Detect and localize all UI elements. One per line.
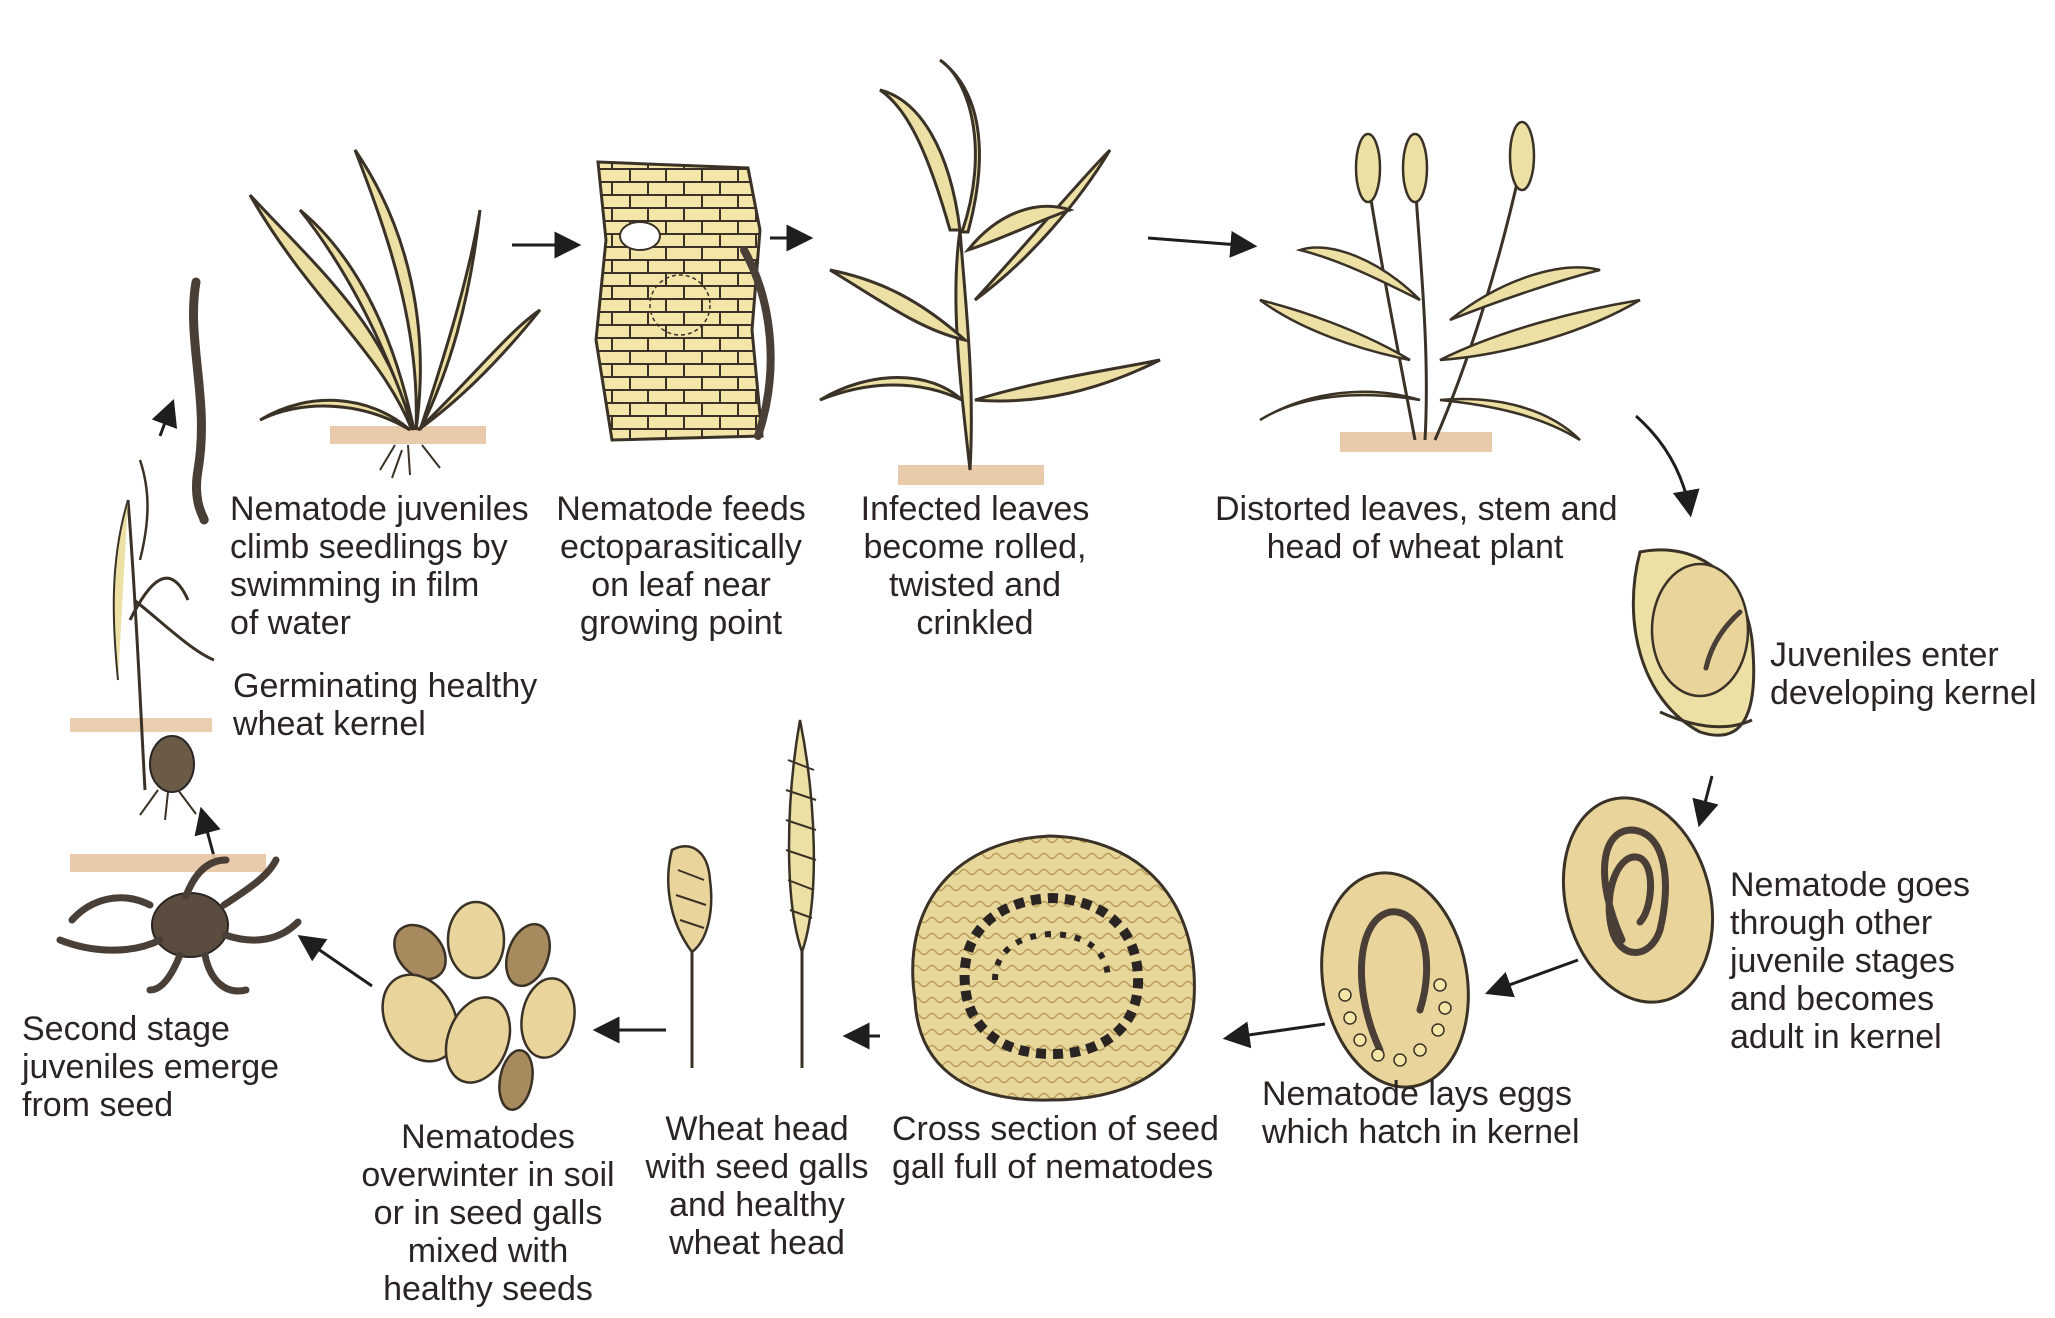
label-line: Wheat head	[632, 1110, 882, 1148]
label-line: from seed	[22, 1086, 279, 1124]
arrow-eggs-to-cross	[1228, 1024, 1325, 1038]
label-line: and healthy	[632, 1186, 882, 1224]
label-germinating: Germinating healthy wheat kernel	[233, 667, 537, 743]
twisted-plant-icon	[820, 60, 1160, 485]
seed-gall-section-icon	[913, 836, 1195, 1100]
label-line: Nematode juveniles	[230, 490, 529, 528]
emerging-juveniles-icon	[60, 854, 298, 991]
label-line: growing point	[556, 604, 806, 642]
label-overwinter: Nematodes overwinter in soil or in seed …	[338, 1118, 638, 1308]
seedling-icon	[250, 150, 540, 478]
label-cross: Cross section of seed gall full of nemat…	[892, 1110, 1219, 1186]
label-line: overwinter in soil	[338, 1156, 638, 1194]
label-line: Germinating healthy	[233, 667, 537, 705]
label-line: through other	[1730, 904, 1970, 942]
label-feeds: Nematode feeds ectoparasitically on leaf…	[556, 490, 806, 642]
label-line: with seed galls	[632, 1148, 882, 1186]
label-line: which hatch in kernel	[1262, 1113, 1580, 1151]
seed-galls-icon	[368, 902, 581, 1112]
label-infected: Infected leaves become rolled, twisted a…	[860, 490, 1090, 642]
germinating-kernel-icon	[70, 460, 214, 820]
label-emerge: Second stage juveniles emerge from seed	[22, 1010, 279, 1124]
label-line: ectoparasitically	[556, 528, 806, 566]
label-eggs: Nematode lays eggs which hatch in kernel	[1262, 1075, 1580, 1151]
arrow-enter-to-adult	[1700, 776, 1712, 822]
label-climb: Nematode juveniles climb seedlings by sw…	[230, 490, 529, 642]
label-line: adult in kernel	[1730, 1018, 1970, 1056]
label-line: Nematode lays eggs	[1262, 1075, 1580, 1113]
label-line: Infected leaves	[860, 490, 1090, 528]
label-line: healthy seeds	[338, 1270, 638, 1308]
arrow-germinating-to-climb	[160, 404, 172, 436]
label-line: Nematodes	[338, 1118, 638, 1156]
label-line: Nematode goes	[1730, 866, 1970, 904]
arrow-adult-to-eggs	[1490, 960, 1578, 992]
label-line: Cross section of seed	[892, 1110, 1219, 1148]
label-line: juvenile stages	[1730, 942, 1970, 980]
label-line: Distorted leaves, stem and	[1215, 490, 1615, 528]
label-line: or in seed galls	[338, 1194, 638, 1232]
climbing-nematode-icon	[193, 282, 204, 520]
label-line: Nematode feeds	[556, 490, 806, 528]
wheat-heads-icon	[668, 720, 816, 1068]
label-adult: Nematode goes through other juvenile sta…	[1730, 866, 1970, 1056]
label-line: twisted and	[860, 566, 1090, 604]
arrow-infected-to-distorted	[1148, 238, 1252, 246]
label-line: mixed with	[338, 1232, 638, 1270]
label-distorted: Distorted leaves, stem and head of wheat…	[1215, 490, 1615, 566]
label-line: and becomes	[1730, 980, 1970, 1018]
label-line: developing kernel	[1770, 674, 2037, 712]
label-line: become rolled,	[860, 528, 1090, 566]
arrow-distorted-to-enter	[1636, 416, 1690, 512]
label-line: of water	[230, 604, 529, 642]
label-line: head of wheat plant	[1215, 528, 1615, 566]
label-enter: Juveniles enter developing kernel	[1770, 636, 2037, 712]
label-line: wheat kernel	[233, 705, 537, 743]
kernel-adult-icon	[1542, 781, 1735, 1019]
label-line: wheat head	[632, 1224, 882, 1262]
label-line: crinkled	[860, 604, 1090, 642]
label-line: on leaf near	[556, 566, 806, 604]
label-line: Second stage	[22, 1010, 279, 1048]
label-line: gall full of nematodes	[892, 1148, 1219, 1186]
label-line: juveniles emerge	[22, 1048, 279, 1086]
label-line: swimming in film	[230, 566, 529, 604]
arrow-overwinter-to-emerge	[302, 938, 372, 986]
leaf-tissue-icon	[596, 162, 771, 440]
kernel-icon	[1633, 550, 1753, 735]
label-line: climb seedlings by	[230, 528, 529, 566]
label-heads: Wheat head with seed galls and healthy w…	[632, 1110, 882, 1262]
label-line: Juveniles enter	[1770, 636, 2037, 674]
kernel-eggs-icon	[1305, 861, 1484, 1099]
wheat-plant-icon	[1260, 122, 1640, 452]
